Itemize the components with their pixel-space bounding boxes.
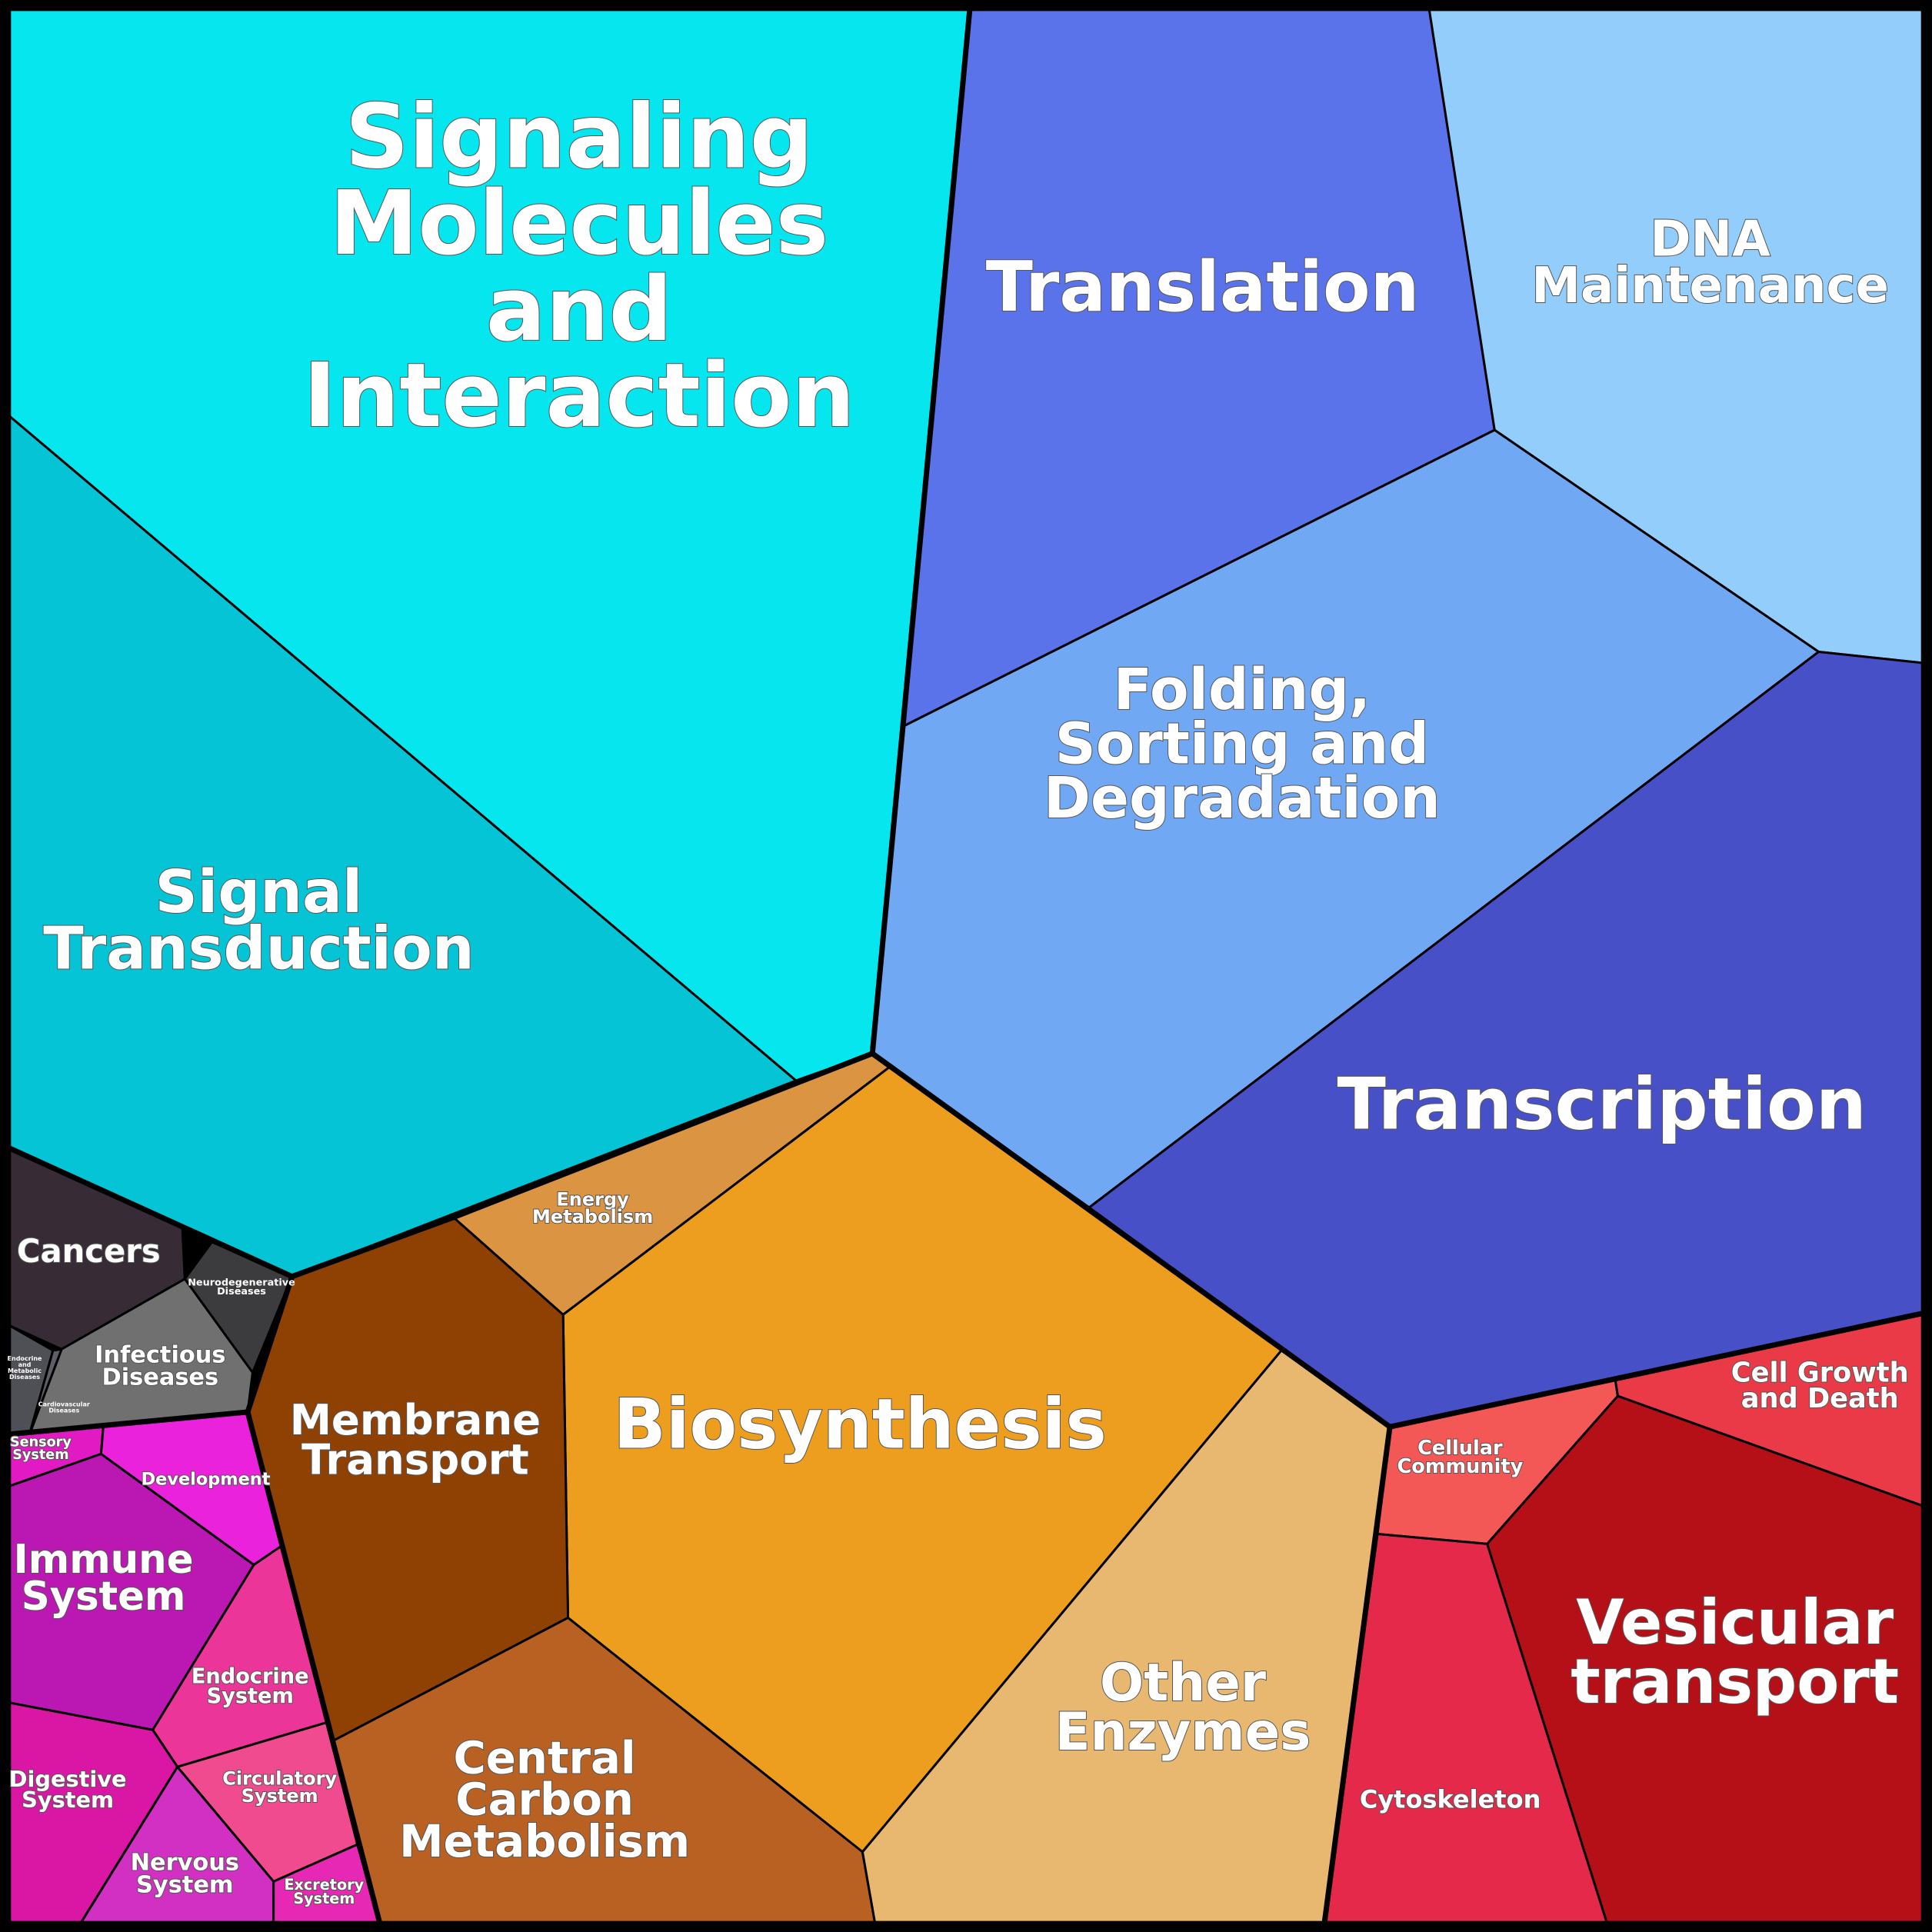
- group-border: [1321, 1426, 1393, 1923]
- label-line: Transport: [301, 1434, 528, 1484]
- cell-cardiovascular: [28, 1347, 63, 1436]
- label-line: System: [207, 1684, 294, 1708]
- label-cancers: Cancers: [17, 1232, 161, 1270]
- label-line: Signal: [155, 858, 363, 927]
- label-line: Endocrine: [192, 1665, 309, 1689]
- label-line: Cellular: [1417, 1437, 1503, 1460]
- group-border: [8, 1051, 1923, 1430]
- label-line: DNA: [1650, 211, 1770, 268]
- label-line: Cell Growth: [1731, 1357, 1909, 1389]
- label-line: Metabolism: [399, 1815, 690, 1867]
- group-border: [9, 1409, 248, 1437]
- label-translation: Translation: [986, 248, 1420, 328]
- label-line: Interaction: [303, 345, 854, 448]
- label-line: Development: [142, 1470, 271, 1490]
- label-line: Molecules: [330, 172, 828, 275]
- label-line: Cardiovascular: [38, 1401, 90, 1407]
- label-line: System: [22, 1574, 186, 1620]
- label-line: Central: [453, 1731, 635, 1784]
- label-line: Sorting and: [1055, 712, 1429, 778]
- label-line: System: [293, 1890, 355, 1907]
- label-line: System: [22, 1787, 114, 1813]
- label-line: Transcription: [1337, 1062, 1866, 1145]
- label-line: transport: [1571, 1646, 1899, 1717]
- label-line: Diseases: [102, 1364, 218, 1391]
- label-line: Immune: [14, 1537, 194, 1583]
- label-line: Metabolism: [532, 1206, 653, 1227]
- label-line: Biosynthesis: [613, 1385, 1106, 1465]
- cell-vesicular: [1486, 1394, 1924, 1924]
- label-transcription: Transcription: [1337, 1062, 1866, 1145]
- label-line: Community: [1397, 1455, 1523, 1478]
- label-line: System: [12, 1447, 68, 1463]
- label-line: Carbon: [455, 1774, 634, 1826]
- label-line: Diseases: [48, 1407, 79, 1414]
- label-line: Infectious: [95, 1342, 225, 1369]
- label-line: and: [18, 1361, 32, 1368]
- label-line: Circulatory: [222, 1767, 337, 1789]
- label-line: Membrane: [290, 1395, 541, 1444]
- label-line: Cancers: [17, 1232, 161, 1270]
- label-line: Sensory: [10, 1435, 72, 1451]
- label-line: Other: [1100, 1653, 1266, 1713]
- label-line: Degradation: [1044, 766, 1441, 831]
- label-line: Endocrine: [8, 1355, 43, 1362]
- label-line: System: [242, 1785, 318, 1807]
- label-line: Maintenance: [1531, 258, 1889, 315]
- label-line: Nervous: [131, 1850, 239, 1877]
- label-line: Neurodegenerative: [188, 1277, 295, 1289]
- label-line: and: [486, 258, 672, 361]
- label-line: System: [136, 1872, 234, 1899]
- label-line: Diseases: [9, 1374, 40, 1381]
- cells-layer: [8, 8, 1924, 1924]
- label-line: Signaling: [345, 86, 814, 189]
- label-development: Development: [142, 1470, 271, 1490]
- label-line: and Death: [1741, 1383, 1899, 1414]
- label-line: Diseases: [217, 1286, 266, 1297]
- label-line: Metabolic: [8, 1367, 42, 1374]
- label-biosynthesis: Biosynthesis: [613, 1385, 1106, 1465]
- label-line: Digestive: [9, 1766, 127, 1792]
- label-line: Vesicular: [1576, 1587, 1894, 1658]
- label-line: Translation: [986, 248, 1420, 328]
- label-line: Enzymes: [1055, 1702, 1311, 1762]
- group-border: [869, 9, 973, 1054]
- label-line: Cytoskeleton: [1360, 1785, 1541, 1814]
- label-line: Transduction: [43, 915, 474, 984]
- label-line: Folding,: [1114, 658, 1371, 723]
- label-cytoskeleton: Cytoskeleton: [1360, 1785, 1541, 1814]
- label-line: Excretory: [284, 1876, 364, 1894]
- label-line: Energy: [556, 1188, 629, 1210]
